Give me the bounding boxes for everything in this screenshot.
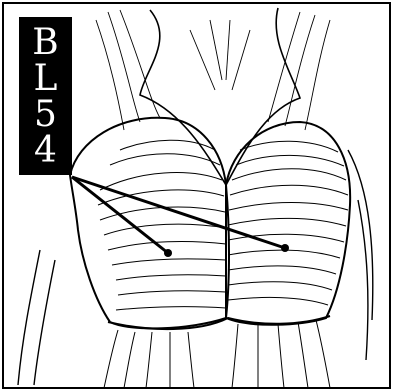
point-code-char-1: B (32, 25, 58, 61)
point-code-char-3: 5 (34, 97, 57, 133)
point-code-label: B L 5 4 (19, 17, 72, 175)
point-code-char-4: 4 (34, 133, 57, 169)
acupoint-marker-left (164, 249, 172, 257)
point-code-char-2: L (34, 61, 58, 97)
acupoint-marker-right (281, 244, 289, 252)
